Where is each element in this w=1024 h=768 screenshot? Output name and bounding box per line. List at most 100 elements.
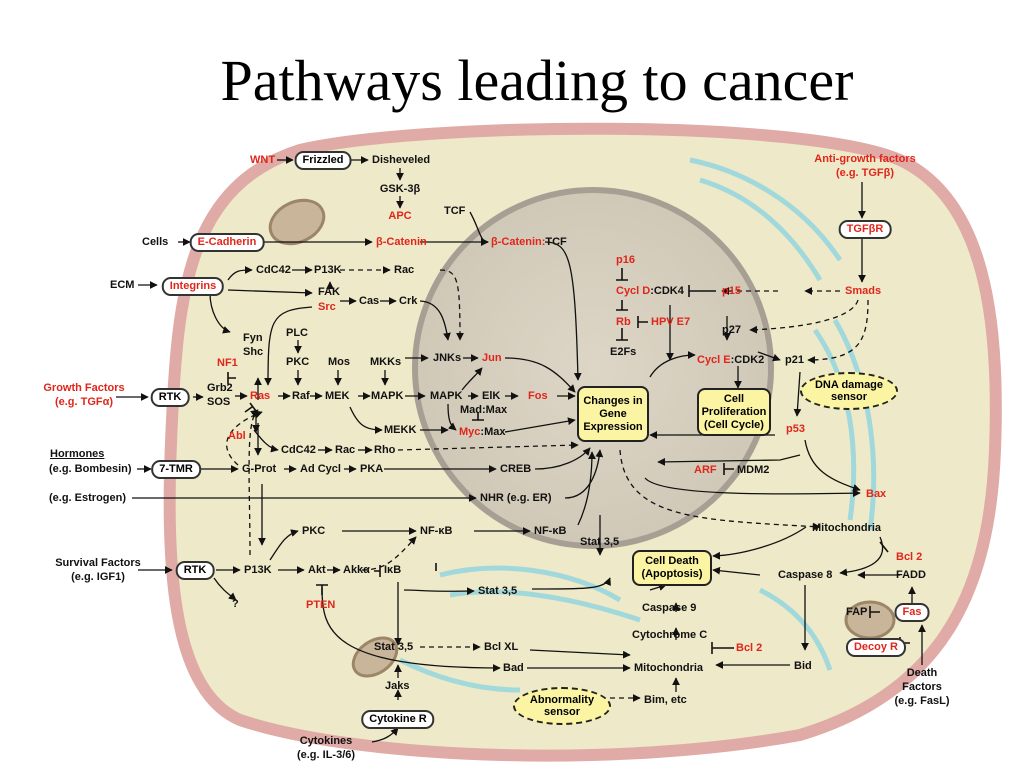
- slide-title: Pathways leading to cancer: [220, 48, 854, 113]
- stat1-label: Stat 3,5: [580, 536, 620, 548]
- plc-label: PLC: [286, 327, 308, 339]
- hormones-eg-label: (e.g. Bombesin): [49, 463, 132, 475]
- nhr-label: NHR (e.g. ER): [480, 492, 552, 504]
- bcl2-right-label: Bcl 2: [896, 551, 923, 563]
- anti-growth-eg-label: (e.g. TGFβ): [835, 167, 895, 179]
- p15-label: p15: [722, 285, 741, 297]
- max-part: :Max: [480, 426, 506, 438]
- bcatenin-tcf-label: β-Catenin:TCF: [491, 236, 567, 249]
- p13k-low-label: P13K: [244, 564, 272, 576]
- gprot-label: G-Prot: [242, 463, 277, 475]
- cdc42-top-label: CdC42: [256, 264, 291, 276]
- cdc42-low-label: CdC42: [281, 444, 316, 456]
- cytochrome-c-label: Cytochrome C: [632, 629, 708, 641]
- bcl-xl-label: Bcl XL: [484, 641, 519, 653]
- estrogen-label: (e.g. Estrogen): [49, 492, 127, 504]
- death-label-1: Death: [906, 667, 938, 679]
- jun-label: Jun: [482, 352, 502, 364]
- disheveled-label: Disheveled: [372, 154, 431, 166]
- bcatenin-label: β-Catenin: [376, 236, 427, 248]
- p53-label: p53: [786, 423, 805, 435]
- bcatenin-tcf-part-b: TCF: [545, 236, 567, 248]
- nf1-label: NF1: [217, 357, 238, 369]
- myc-max-label: Myc:Max: [459, 426, 505, 439]
- rtk-box-1: RTK: [150, 388, 190, 407]
- jnks-label: JNKs: [433, 352, 462, 364]
- gsk3b-label: GSK-3β: [379, 183, 421, 195]
- cycld-part: Cycl D: [616, 285, 651, 297]
- mitochondria-right-label: Mitochondria: [812, 522, 882, 534]
- cytokines-label: Cytokines: [299, 735, 353, 747]
- ikb-label: IκB: [384, 564, 402, 576]
- stat2-label: Stat 3,5: [478, 585, 518, 597]
- mkks-label: MKKs: [370, 356, 402, 368]
- cell-proliferation-box: Cell Proliferation (Cell Cycle): [697, 388, 771, 436]
- p21-label: p21: [785, 354, 804, 366]
- crk-label: Crk: [399, 295, 418, 307]
- p16-label: p16: [616, 254, 635, 266]
- ecm-label: ECM: [110, 279, 135, 291]
- frizzled-box: Frizzled: [294, 151, 352, 170]
- 7tmr-box: 7-TMR: [151, 460, 201, 479]
- mos-label: Mos: [328, 356, 350, 368]
- mapk2-label: MAPK: [430, 390, 463, 402]
- abl-label: Abl: [228, 430, 246, 442]
- integrins-box: Integrins: [161, 277, 225, 296]
- arf-label: ARF: [694, 464, 717, 476]
- rac-low-label: Rac: [335, 444, 356, 456]
- pkc-mid-label: PKC: [286, 356, 310, 368]
- raf-label: Raf: [292, 390, 310, 402]
- bax-label: Bax: [866, 488, 887, 500]
- rb-label: Rb: [616, 316, 631, 328]
- abnormality-line1: Abnormality: [529, 694, 595, 706]
- cell-death-box: Cell Death (Apoptosis): [632, 550, 712, 586]
- mitochondria-bottom-label: Mitochondria: [634, 662, 704, 674]
- cdk2-part: :CDK2: [730, 354, 765, 366]
- ras-label: Ras: [250, 390, 271, 402]
- hpv-e7-label: HPV E7: [651, 316, 691, 328]
- bid-label: Bid: [794, 660, 812, 672]
- fak-label: FAK: [318, 286, 340, 298]
- cells-label: Cells: [142, 236, 169, 248]
- apc-label: APC: [388, 210, 412, 222]
- pka-label: PKA: [360, 463, 384, 475]
- pkc-low-label: PKC: [302, 525, 326, 537]
- mekk-label: MEKK: [384, 424, 417, 436]
- cycle-cdk2-label: Cycl E:CDK2: [697, 354, 764, 367]
- bcatenin-tcf-part-a: β-Catenin:: [491, 236, 546, 248]
- myc-part: Myc: [459, 426, 481, 438]
- e2fs-label: E2Fs: [610, 346, 637, 358]
- mapk1-label: MAPK: [371, 390, 404, 402]
- anti-growth-label: Anti-growth factors: [814, 153, 916, 165]
- akka-label: Akkα: [343, 564, 370, 576]
- dna-sensor-line2: sensor: [830, 391, 868, 403]
- cdk4-part: :CDK4: [650, 285, 684, 297]
- cytokine-r-box: Cytokine R: [361, 710, 435, 729]
- grb2-label: Grb2: [207, 382, 233, 394]
- caspase8-label: Caspase 8: [778, 569, 833, 581]
- mdm2-label: MDM2: [737, 464, 770, 476]
- dna-sensor-line1: DNA damage: [814, 379, 884, 391]
- rho-label: Rho: [374, 444, 396, 456]
- nucleus: [412, 187, 774, 549]
- nfkb1-label: NF-κB: [420, 525, 453, 537]
- growth-factors-label: Growth Factors: [43, 382, 125, 394]
- cycle-part: Cycl E: [697, 354, 731, 366]
- p27-label: p27: [722, 324, 741, 336]
- nfkb2-label: NF-κB: [534, 525, 567, 537]
- elk-label: ElK: [482, 390, 501, 402]
- mek-label: MEK: [325, 390, 350, 402]
- bcl2-bottom-label: Bcl 2: [736, 642, 763, 654]
- wnt-label: WNT: [250, 154, 276, 166]
- fas-box: Fas: [894, 603, 930, 622]
- fadd-label: FADD: [896, 569, 926, 581]
- hormones-label: Hormones: [50, 448, 105, 460]
- pten-label: PTEN: [306, 599, 336, 611]
- endoplasmic-reticulum: [398, 157, 877, 693]
- cycld-cdk4-label: Cycl D:CDK4: [616, 285, 684, 298]
- fos-label: Fos: [528, 390, 548, 402]
- death-label-3: (e.g. FasL): [894, 695, 950, 707]
- decoy-r-box: Decoy R: [845, 638, 907, 657]
